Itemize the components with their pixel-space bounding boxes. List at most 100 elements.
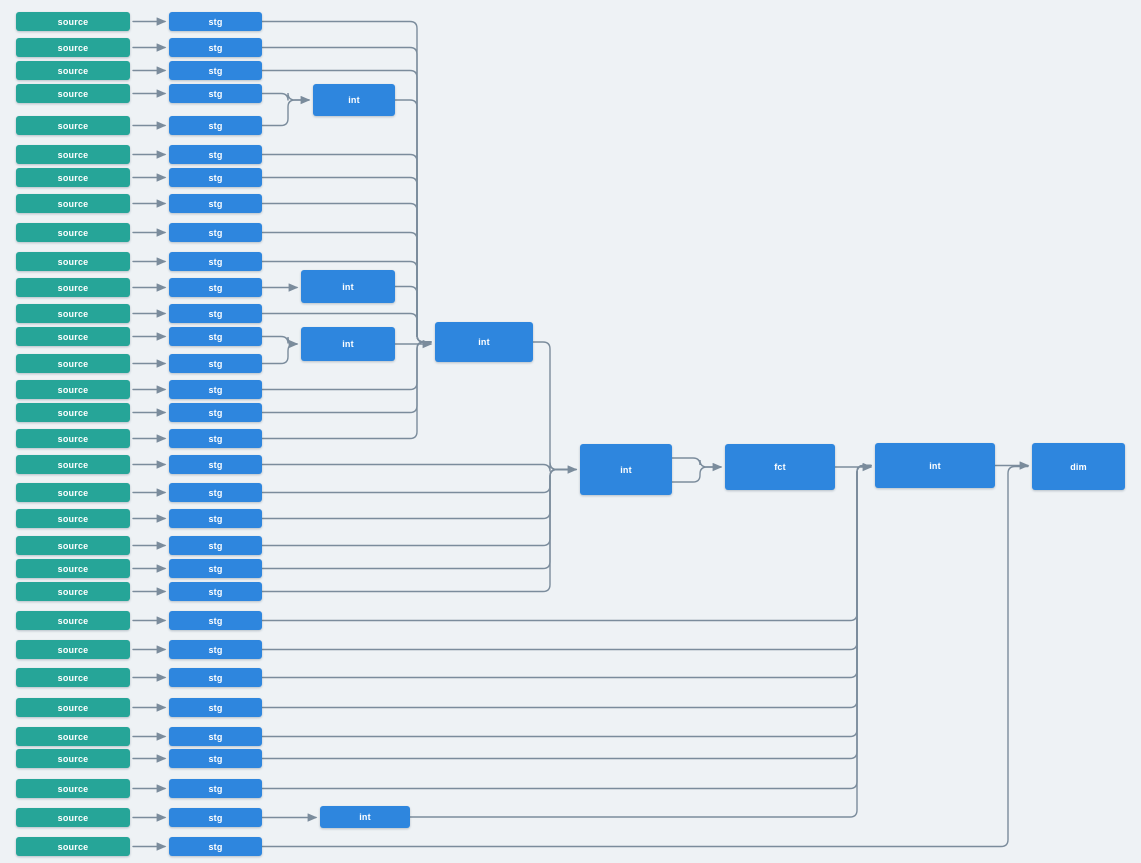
node-label: fct <box>774 462 786 472</box>
edge-stg13-to-intC <box>261 335 299 349</box>
node-stg-stg6[interactable]: stg <box>169 145 262 164</box>
node-source-src32[interactable]: source <box>16 837 130 856</box>
node-stg-stg12[interactable]: stg <box>169 304 262 323</box>
node-source-src5[interactable]: source <box>16 116 130 135</box>
node-source-src31[interactable]: source <box>16 808 130 827</box>
node-source-src7[interactable]: source <box>16 168 130 187</box>
node-int-intA[interactable]: int <box>313 84 395 116</box>
node-stg-stg17[interactable]: stg <box>169 429 262 448</box>
node-stg-stg18[interactable]: stg <box>169 455 262 474</box>
node-stg-stg28[interactable]: stg <box>169 727 262 746</box>
edge-intE-to-fct-1 <box>671 457 723 472</box>
node-source-src19[interactable]: source <box>16 483 130 502</box>
node-stg-stg7[interactable]: stg <box>169 168 262 187</box>
node-int-intG[interactable]: int <box>320 806 410 828</box>
edge-intE-to-fct-2 <box>671 466 722 483</box>
node-stg-stg19[interactable]: stg <box>169 483 262 502</box>
node-stg-stg22[interactable]: stg <box>169 559 262 578</box>
node-label: stg <box>208 407 223 418</box>
node-fct-fctA[interactable]: fct <box>725 444 835 490</box>
node-label: stg <box>208 783 223 794</box>
node-label: source <box>57 384 89 395</box>
node-stg-stg30[interactable]: stg <box>169 779 262 798</box>
node-source-src13[interactable]: source <box>16 327 130 346</box>
node-stg-stg2[interactable]: stg <box>169 38 262 57</box>
node-label: stg <box>208 120 223 131</box>
node-stg-stg31[interactable]: stg <box>169 808 262 827</box>
node-source-src12[interactable]: source <box>16 304 130 323</box>
node-label: source <box>57 308 89 319</box>
node-stg-stg13[interactable]: stg <box>169 327 262 346</box>
node-stg-stg11[interactable]: stg <box>169 278 262 297</box>
node-source-src14[interactable]: source <box>16 354 130 373</box>
node-stg-stg10[interactable]: stg <box>169 252 262 271</box>
node-int-intB[interactable]: int <box>301 270 395 303</box>
edge-intB-to-intD <box>394 285 432 343</box>
node-source-src16[interactable]: source <box>16 403 130 422</box>
node-source-src28[interactable]: source <box>16 727 130 746</box>
node-source-src4[interactable]: source <box>16 84 130 103</box>
node-source-src29[interactable]: source <box>16 749 130 768</box>
node-stg-stg1[interactable]: stg <box>169 12 262 31</box>
node-stg-stg32[interactable]: stg <box>169 837 262 856</box>
node-source-src2[interactable]: source <box>16 38 130 57</box>
node-stg-stg8[interactable]: stg <box>169 194 262 213</box>
node-stg-stg9[interactable]: stg <box>169 223 262 242</box>
node-int-intE[interactable]: int <box>580 444 672 495</box>
node-source-src9[interactable]: source <box>16 223 130 242</box>
node-label: stg <box>208 16 223 27</box>
node-label: stg <box>208 358 223 369</box>
node-dim-dimA[interactable]: dim <box>1032 443 1125 490</box>
node-label: stg <box>208 644 223 655</box>
node-source-src18[interactable]: source <box>16 455 130 474</box>
node-stg-stg14[interactable]: stg <box>169 354 262 373</box>
node-label: source <box>57 16 89 27</box>
node-label: source <box>57 783 89 794</box>
node-int-intF[interactable]: int <box>875 443 995 488</box>
node-stg-stg29[interactable]: stg <box>169 749 262 768</box>
node-stg-stg5[interactable]: stg <box>169 116 262 135</box>
node-label: stg <box>208 65 223 76</box>
node-source-src24[interactable]: source <box>16 611 130 630</box>
node-source-src27[interactable]: source <box>16 698 130 717</box>
node-label: int <box>348 95 360 105</box>
node-source-src30[interactable]: source <box>16 779 130 798</box>
node-source-src25[interactable]: source <box>16 640 130 659</box>
node-source-src6[interactable]: source <box>16 145 130 164</box>
node-label: stg <box>208 282 223 293</box>
node-source-src21[interactable]: source <box>16 536 130 555</box>
node-int-intC[interactable]: int <box>301 327 395 361</box>
node-stg-stg25[interactable]: stg <box>169 640 262 659</box>
node-stg-stg23[interactable]: stg <box>169 582 262 601</box>
node-source-src26[interactable]: source <box>16 668 130 687</box>
edge-stg4-to-intA <box>261 92 311 105</box>
node-stg-stg16[interactable]: stg <box>169 403 262 422</box>
node-source-src17[interactable]: source <box>16 429 130 448</box>
node-source-src8[interactable]: source <box>16 194 130 213</box>
node-source-src11[interactable]: source <box>16 278 130 297</box>
node-int-intD[interactable]: int <box>435 322 533 362</box>
node-source-src15[interactable]: source <box>16 380 130 399</box>
node-label: int <box>620 464 632 475</box>
node-stg-stg26[interactable]: stg <box>169 668 262 687</box>
node-source-src22[interactable]: source <box>16 559 130 578</box>
node-label: source <box>57 731 89 742</box>
node-source-src20[interactable]: source <box>16 509 130 528</box>
node-stg-stg20[interactable]: stg <box>169 509 262 528</box>
node-stg-stg21[interactable]: stg <box>169 536 262 555</box>
node-source-src10[interactable]: source <box>16 252 130 271</box>
node-label: source <box>57 841 89 852</box>
node-stg-stg15[interactable]: stg <box>169 380 262 399</box>
node-label: source <box>57 407 89 418</box>
node-stg-stg24[interactable]: stg <box>169 611 262 630</box>
node-source-src3[interactable]: source <box>16 61 130 80</box>
node-source-src1[interactable]: source <box>16 12 130 31</box>
edge-stg28-to-intF <box>261 464 872 738</box>
node-stg-stg27[interactable]: stg <box>169 698 262 717</box>
node-stg-stg4[interactable]: stg <box>169 84 262 103</box>
node-source-src23[interactable]: source <box>16 582 130 601</box>
node-label: stg <box>208 172 223 183</box>
edge-stg27-to-intF <box>261 464 872 709</box>
node-stg-stg3[interactable]: stg <box>169 61 262 80</box>
